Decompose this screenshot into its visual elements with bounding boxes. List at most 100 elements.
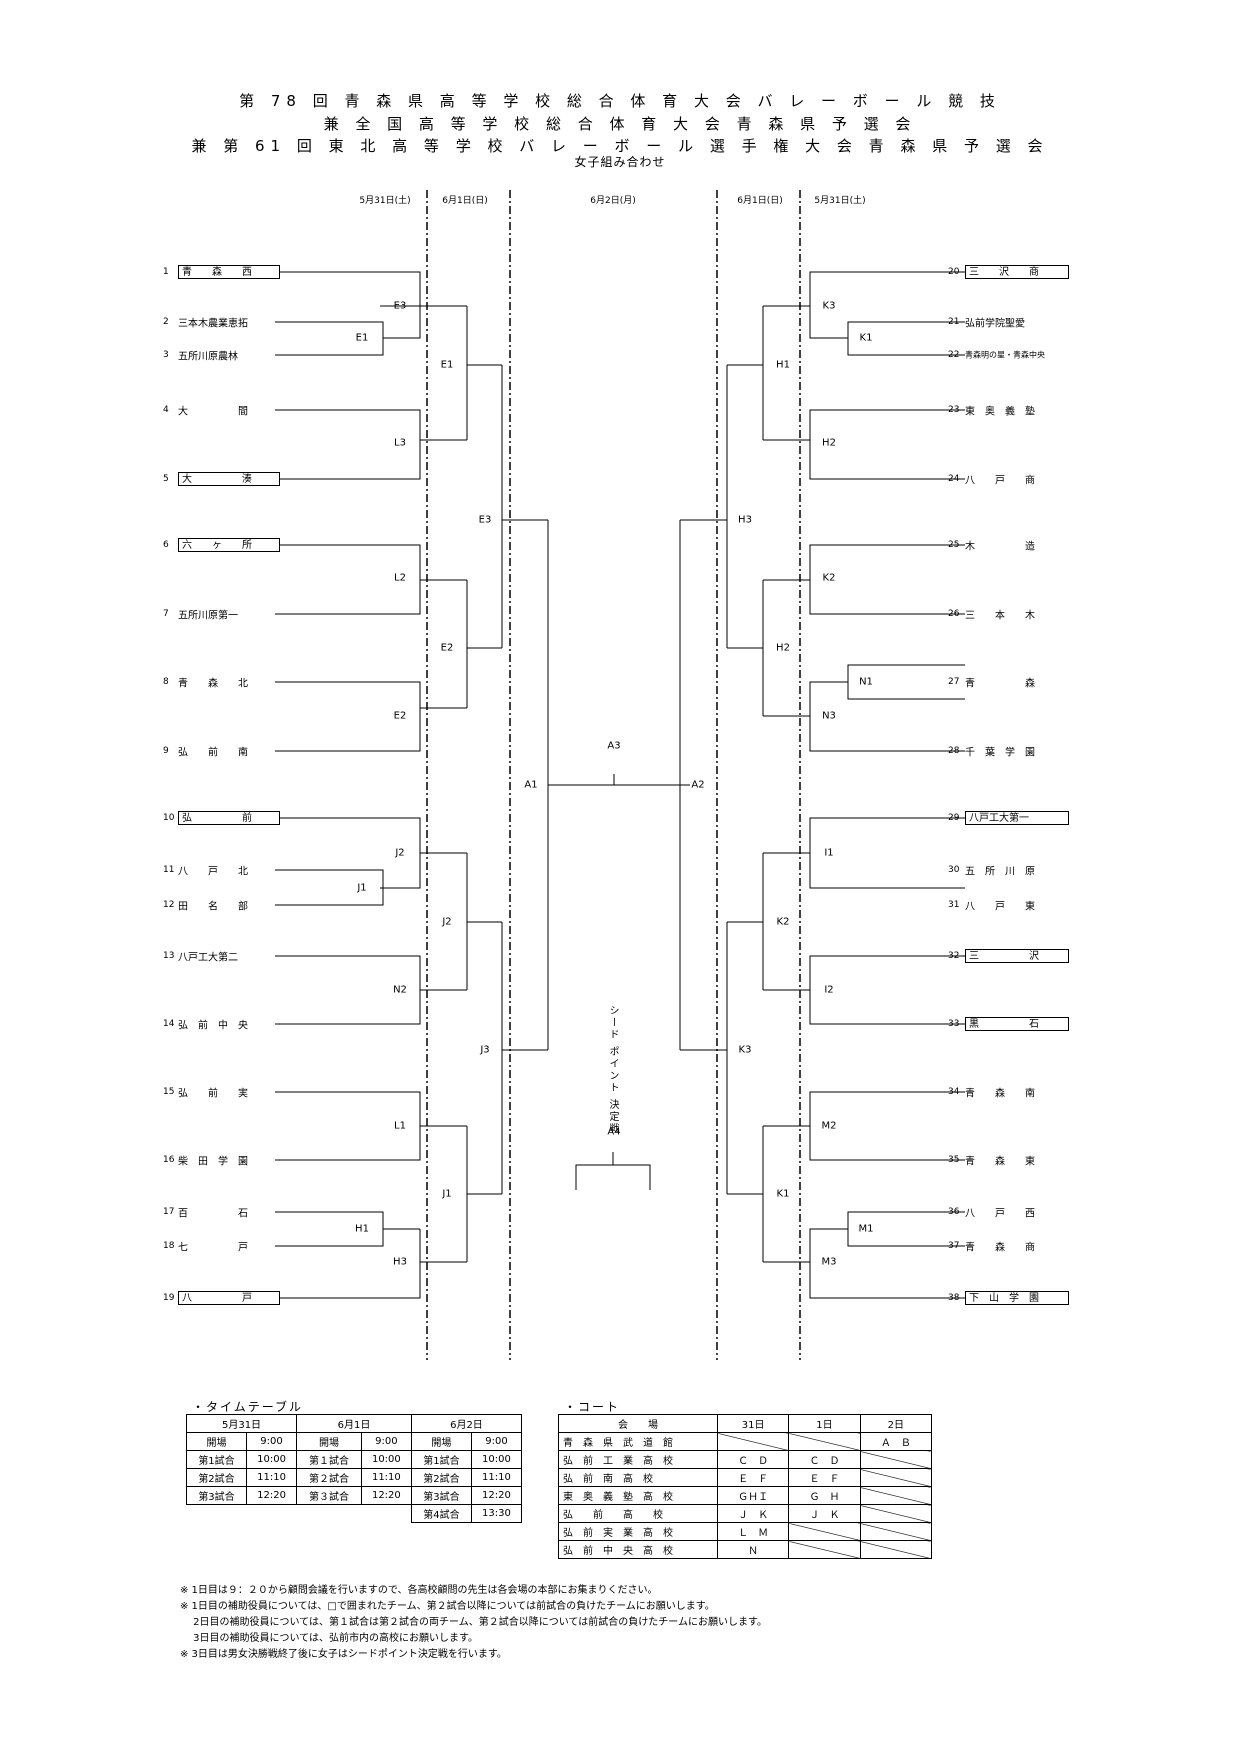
team-name: 田 名 部 bbox=[178, 901, 248, 913]
court-cell: Ｅ Ｆ bbox=[716, 1468, 790, 1487]
team-number: 30 bbox=[948, 865, 960, 875]
match-label: M3 bbox=[821, 1256, 837, 1268]
team-name: 青 森 南 bbox=[965, 1088, 1035, 1100]
team-number: 1 bbox=[163, 267, 169, 277]
match-label: E2 bbox=[440, 642, 454, 654]
court-cell: Ｎ bbox=[716, 1540, 790, 1559]
team-number: 25 bbox=[948, 540, 960, 550]
note-line: ※ 1日目の補助役員については、□で囲まれたチーム、第２試合以降については前試合… bbox=[180, 1601, 715, 1612]
team-number: 24 bbox=[948, 474, 960, 484]
court-header-row: 会 場 31日 1日 2日 bbox=[558, 1414, 933, 1433]
court-header: 会 場 bbox=[558, 1414, 718, 1433]
note-line: 3日目の補助役員については、弘前市内の高校にお願いします。 bbox=[180, 1633, 479, 1644]
timetable-cell: 10:00 bbox=[470, 1450, 523, 1469]
timetable-cell: 第２試合 bbox=[296, 1468, 362, 1487]
team-number: 34 bbox=[948, 1087, 960, 1097]
team-number: 21 bbox=[948, 317, 960, 327]
match-label: E1 bbox=[355, 332, 369, 344]
title-line-2: 兼 全 国 高 等 学 校 総 合 体 育 大 会 青 森 県 予 選 会 bbox=[323, 115, 917, 133]
date-header-left-day2: 6月1日(日) bbox=[442, 196, 488, 206]
court-cell bbox=[859, 1486, 933, 1505]
match-label: H3 bbox=[393, 1256, 407, 1268]
timetable-cell: 第1試合 bbox=[185, 1450, 248, 1469]
team-name: 五所川原第一 bbox=[178, 610, 238, 622]
match-label: H2 bbox=[776, 642, 790, 654]
timetable-cell: 13:30 bbox=[470, 1504, 523, 1523]
match-label: I2 bbox=[824, 984, 834, 996]
match-label: M2 bbox=[821, 1120, 837, 1132]
team-number: 13 bbox=[163, 951, 175, 961]
team-name: 六 ヶ 所 bbox=[178, 538, 280, 552]
team-name: 青森明の星・青森中央 bbox=[965, 350, 1045, 360]
team-name: 柴 田 学 園 bbox=[178, 1156, 248, 1168]
team-number: 28 bbox=[948, 746, 960, 756]
match-label: J2 bbox=[395, 847, 405, 859]
court-cell: Ｊ Ｋ bbox=[716, 1504, 790, 1523]
team-name: 木 造 bbox=[965, 541, 1035, 553]
timetable-cell: 11:10 bbox=[360, 1468, 412, 1487]
timetable-cell bbox=[187, 1505, 247, 1523]
team-number: 22 bbox=[948, 350, 960, 360]
team-name: 八戸工大第一 bbox=[965, 811, 1069, 825]
team-name: 八 戸 商 bbox=[965, 475, 1035, 487]
team-number: 16 bbox=[163, 1155, 175, 1165]
court-cell bbox=[788, 1432, 861, 1451]
team-name: 弘前学院聖愛 bbox=[965, 318, 1025, 330]
team-number: 26 bbox=[948, 609, 960, 619]
team-number: 33 bbox=[948, 1019, 960, 1029]
team-number: 38 bbox=[948, 1293, 960, 1303]
match-label: A4 bbox=[607, 1126, 621, 1138]
team-number: 6 bbox=[163, 540, 169, 550]
match-label: I1 bbox=[824, 847, 834, 859]
match-label: J1 bbox=[442, 1188, 452, 1200]
timetable-cell: 開場 bbox=[185, 1432, 248, 1451]
team-number: 35 bbox=[948, 1155, 960, 1165]
timetable-cell: 第3試合 bbox=[185, 1486, 248, 1505]
seed-playoff-label: シード ポイント 決定戦 bbox=[607, 1005, 618, 1136]
team-number: 19 bbox=[163, 1293, 175, 1303]
timetable-cell: 9:00 bbox=[246, 1432, 298, 1451]
team-number: 3 bbox=[163, 350, 169, 360]
team-number: 7 bbox=[163, 609, 169, 619]
note-line: 2日目の補助役員については、第１試合は第２試合の両チーム、第２試合以降については… bbox=[180, 1617, 767, 1628]
date-header-left-day1: 5月31日(土) bbox=[359, 196, 411, 206]
match-label: E2 bbox=[393, 710, 407, 722]
match-label: L3 bbox=[394, 437, 406, 449]
match-label: N2 bbox=[393, 984, 407, 996]
match-label: E3 bbox=[478, 514, 492, 526]
timetable-cell bbox=[297, 1505, 362, 1523]
title-line-1: 第 78 回 青 森 県 高 等 学 校 総 合 体 育 大 会 バ レ ー ボ… bbox=[239, 92, 1001, 110]
team-number: 2 bbox=[163, 317, 169, 327]
court-cell bbox=[859, 1522, 933, 1541]
bracket-line bbox=[575, 1164, 651, 1190]
timetable-cell: 12:20 bbox=[246, 1486, 298, 1505]
match-label: E3 bbox=[393, 300, 407, 312]
team-name: 弘 前 bbox=[178, 811, 280, 825]
match-label: K3 bbox=[822, 300, 836, 312]
team-number: 5 bbox=[163, 474, 169, 484]
timetable-cell: 開場 bbox=[296, 1432, 362, 1451]
timetable-day: 5月31日 bbox=[185, 1414, 298, 1433]
bracket-line bbox=[383, 306, 421, 339]
title-line-3: 兼 第 61 回 東 北 高 等 学 校 バ レ ー ボ ー ル 選 手 権 大… bbox=[191, 137, 1049, 155]
team-name: 青 森 西 bbox=[178, 265, 280, 279]
team-name: 八 戸 bbox=[178, 1291, 280, 1305]
team-number: 15 bbox=[163, 1087, 175, 1097]
team-number: 4 bbox=[163, 405, 169, 415]
match-label: H2 bbox=[822, 437, 836, 449]
court-cell: Ｃ Ｄ bbox=[716, 1450, 790, 1469]
timetable-cell: 第2試合 bbox=[185, 1468, 248, 1487]
team-name: 青 森 北 bbox=[178, 678, 248, 690]
court-cell: 弘 前 中 央 高 校 bbox=[558, 1540, 718, 1559]
court-cell: 青 森 県 武 道 館 bbox=[558, 1432, 718, 1451]
match-label: H3 bbox=[738, 514, 752, 526]
court-header: 2日 bbox=[859, 1414, 933, 1433]
court-cell bbox=[859, 1450, 933, 1469]
